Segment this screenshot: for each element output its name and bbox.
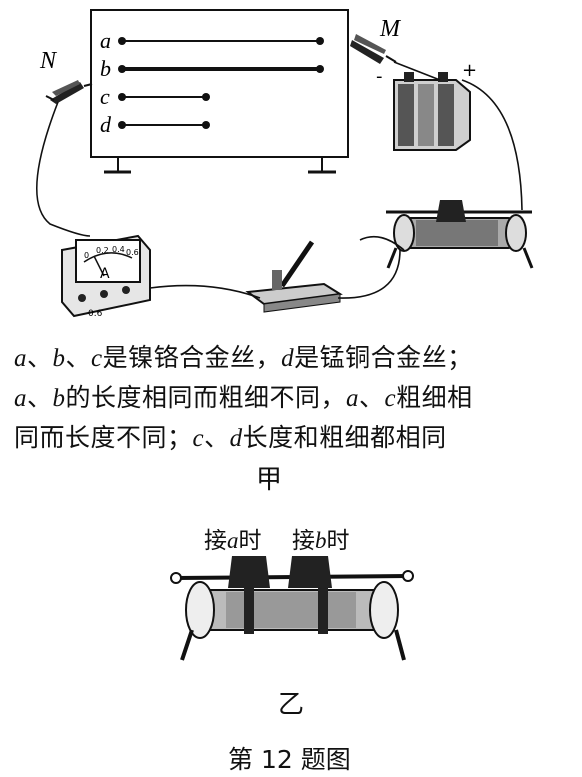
- label-connect-a-pre: 接: [204, 528, 227, 554]
- caption-text: 、: [27, 383, 53, 412]
- caption-variable: b: [52, 345, 66, 372]
- label-jia: 甲: [256, 465, 283, 495]
- wire-c-label: c: [100, 84, 110, 109]
- wire-b: b: [100, 56, 324, 81]
- rheostat-bottom: [170, 556, 414, 661]
- ammeter-scale-3: 0.6: [126, 248, 139, 257]
- caption-text: 粗细相: [396, 383, 473, 412]
- ammeter-terminal-label: 0.6: [88, 309, 103, 319]
- caption-text: 、: [204, 423, 230, 452]
- caption-text: 是镍铬合金丝，: [102, 343, 282, 372]
- label-connect-b-var: b: [315, 528, 327, 553]
- caption-variable: c: [91, 345, 103, 372]
- clip-n-label: N: [39, 48, 58, 74]
- knife-switch: [245, 240, 343, 313]
- caption-variable: c: [384, 385, 397, 412]
- wire-a-label: a: [100, 28, 111, 53]
- ammeter: 0 0.2 0.4 0.6 A 0.6: [61, 234, 151, 319]
- battery: - +: [376, 60, 477, 151]
- wire-board: a b c d: [90, 9, 349, 174]
- battery-negative-label: -: [376, 66, 383, 87]
- caption-text: 的长度相同而粗细不同，: [65, 383, 347, 412]
- wire-d: d: [100, 112, 210, 137]
- ammeter-symbol: A: [100, 266, 110, 282]
- caption-line: a、b的长度相同而粗细不同，a、c粗细相: [14, 378, 574, 418]
- caption-line: 同而长度不同；c、d长度和粗细都相同: [14, 418, 574, 458]
- caption-text: 同而长度不同；: [14, 423, 193, 452]
- label-yi: 乙: [278, 690, 305, 720]
- wire-a: a: [100, 28, 324, 53]
- ammeter-scale-2: 0.4: [112, 245, 125, 254]
- caption-variable: a: [346, 385, 360, 412]
- caption-text: 、: [27, 343, 53, 372]
- ammeter-scale-1: 0.2: [96, 246, 109, 255]
- caption-variable: b: [52, 385, 66, 412]
- label-connect-b-post: 时: [326, 528, 350, 554]
- figure-caption: a、b、c是镍铬合金丝，d是锰铜合金丝；a、b的长度相同而粗细不同，a、c粗细相…: [14, 338, 574, 458]
- label-connect-a: 接a时: [204, 521, 262, 555]
- caption-variable: a: [14, 385, 27, 412]
- connecting-wires: [36, 61, 523, 299]
- wire-b-label: b: [100, 56, 111, 81]
- ammeter-scale-0: 0: [84, 251, 89, 260]
- wire-c: c: [100, 84, 210, 109]
- caption-text: 是锰铜合金丝；: [294, 343, 473, 372]
- label-connect-a-var: a: [227, 528, 239, 553]
- caption-variable: c: [192, 425, 205, 452]
- clip-m-label: M: [379, 16, 402, 42]
- label-connect-a-post: 时: [238, 528, 262, 554]
- label-connect-b: 接b时: [292, 521, 350, 555]
- caption-variable: a: [14, 345, 27, 372]
- caption-variable: d: [281, 345, 295, 372]
- rheostat-top: [386, 200, 534, 269]
- figure-title: 第 12 题图: [228, 745, 351, 774]
- caption-text: 、: [65, 343, 92, 372]
- alligator-clip-m: M: [350, 16, 402, 64]
- label-connect-b-pre: 接: [292, 528, 315, 554]
- battery-positive-label: +: [462, 60, 477, 81]
- caption-text: 、: [359, 383, 385, 412]
- caption-variable: d: [229, 425, 243, 452]
- caption-line: a、b、c是镍铬合金丝，d是锰铜合金丝；: [14, 338, 574, 378]
- alligator-clip-n: N: [39, 48, 93, 104]
- wire-d-label: d: [100, 112, 112, 137]
- caption-text: 长度和粗细都相同: [242, 423, 447, 452]
